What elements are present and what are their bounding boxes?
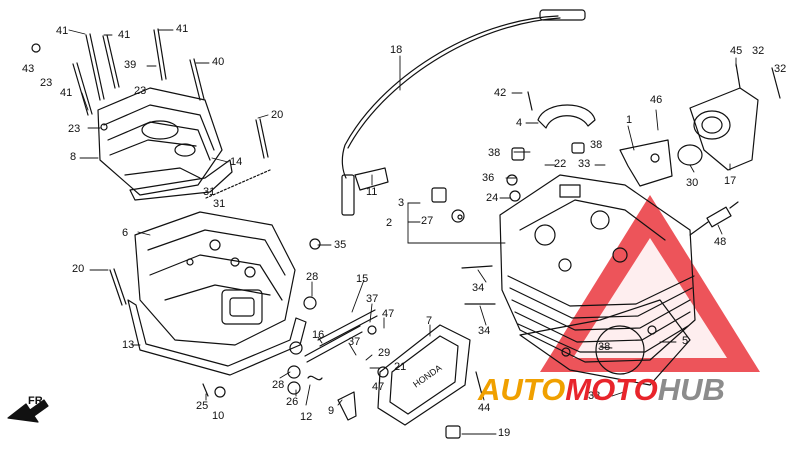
callout-46: 46 [650,94,663,106]
callout-20: 20 [72,263,85,275]
bracket-1 [619,139,673,187]
cable-18 [341,15,559,179]
callout-4: 4 [516,117,523,129]
callout-25: 25 [196,400,209,412]
callout-31: 31 [213,198,226,210]
callout-24: 24 [486,192,499,204]
callout-10: 10 [212,410,225,422]
watermark-moto: MOTO [565,372,658,407]
callout-16: 16 [312,329,325,341]
callout-23: 23 [134,85,147,97]
callout-39: 39 [124,59,137,71]
callout-34: 34 [472,282,485,294]
callout-38: 38 [488,147,501,159]
watermark-auto: AUTO [478,372,566,407]
callout-48: 48 [714,236,727,248]
callout-38: 38 [588,390,601,402]
callout-41: 41 [118,29,131,41]
callout-44: 44 [478,402,491,414]
callout-41: 41 [60,87,73,99]
callout-37: 37 [366,293,379,305]
callout-32: 32 [774,63,787,75]
callout-28: 28 [306,271,319,283]
callout-13: 13 [122,339,135,351]
head-gasket-5 [519,299,691,386]
callout-23: 23 [68,123,81,135]
leader-lines [68,29,737,435]
callout-7: 7 [426,315,433,327]
callout-26: 26 [286,396,299,408]
callout-8: 8 [70,151,77,163]
callout-41: 41 [56,25,69,37]
callout-22: 22 [554,158,567,170]
o-ring-30 [677,144,703,166]
callout-35: 35 [334,239,347,251]
callout-36: 36 [482,172,495,184]
callout-27: 27 [421,215,434,227]
gasket-14 [129,159,233,201]
callout-32: 32 [752,45,765,57]
callout-31: 31 [203,186,216,198]
front-arrow [7,399,49,423]
callout-17: 17 [724,175,737,187]
callout-20: 20 [271,109,284,121]
callout-23: 23 [40,77,53,89]
callout-42: 42 [494,87,507,99]
callout-14: 14 [230,156,243,168]
callout-19: 19 [498,427,511,439]
callout-2: 2 [386,217,393,229]
svg-text:HONDA: HONDA [411,363,443,390]
callout-47: 47 [382,308,395,320]
callout-34: 34 [478,325,491,337]
callout-28: 28 [272,379,285,391]
callout-30: 30 [686,177,699,189]
callout-18: 18 [390,44,403,56]
callout-40: 40 [212,56,225,68]
spark-plug [689,201,739,236]
callout-43: 43 [22,63,35,75]
callout-6: 6 [122,227,129,239]
callout-12: 12 [300,411,313,423]
gasket-13 [127,299,307,376]
intake-pipe-17 [689,87,759,171]
callout-47: 47 [372,381,385,393]
callout-3: 3 [398,197,405,209]
callout-11: 11 [366,186,378,198]
cover-bolts [31,28,269,159]
callout-29: 29 [378,347,391,359]
callout-37: 37 [348,336,361,348]
callout-38: 38 [598,341,611,353]
callout-9: 9 [328,405,335,417]
callout-5: 5 [682,335,689,347]
side-cover-7: HONDA [377,324,471,426]
callout-38: 38 [590,139,603,151]
upper-head-cover [97,87,223,196]
watermark-triangle [540,195,760,372]
lower-head-cover [134,211,296,346]
callout-41: 41 [176,23,189,35]
callout-21: 21 [394,361,407,373]
callout-33: 33 [578,158,591,170]
front-direction-label: FR. [28,395,46,407]
clamp-4 [537,104,596,129]
callout-1: 1 [626,114,633,126]
watermark-logo: AUTOMOTOHUB [478,372,725,408]
watermark-hub: HUB [657,372,725,407]
callout-45: 45 [730,45,743,57]
callout-15: 15 [356,273,369,285]
